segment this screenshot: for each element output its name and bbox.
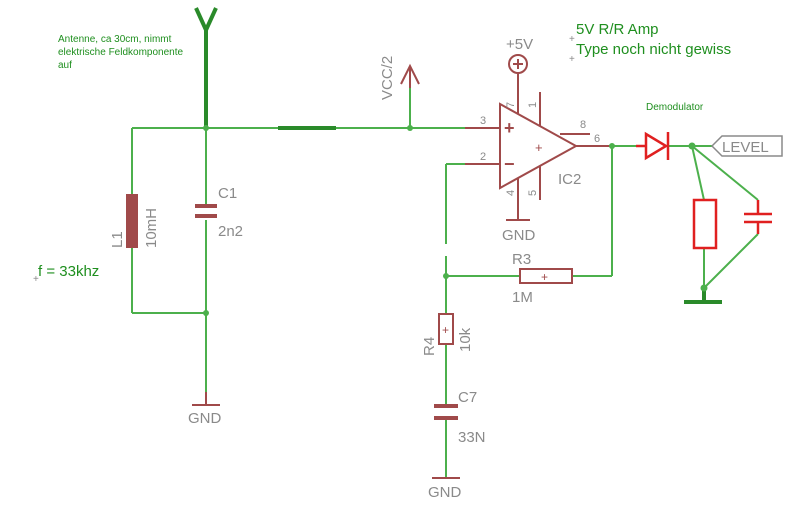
r4-plus: + [442,323,449,337]
resistor-r3 [519,268,573,284]
frequency-note: f = 33khz [38,263,99,280]
demod-capacitor [744,200,772,234]
pin-2: 2 [480,151,486,163]
pin-3: 3 [480,115,486,127]
inductor-l1 [126,194,138,248]
amp-note-marker2: + [569,54,575,65]
l1-value: 10mH [143,208,160,248]
capacitor-c7 [434,404,458,420]
antenna-note-line3: auf [58,60,72,71]
pin-5: 5 [527,190,539,196]
level-label: LEVEL [722,139,769,156]
opamp-output-mark: + [535,140,543,155]
demodulator-note: Demodulator [646,102,704,113]
demod-resistor [692,198,718,250]
vcc-half-symbol [400,63,420,128]
amp-note-marker1: + [569,34,575,45]
r4-value: 10k [457,327,474,352]
gnd-label-c7: GND [428,484,462,501]
ic2-label: IC2 [558,171,581,188]
pin-7: 7 [505,102,517,108]
gnd-label-opamp: GND [502,227,536,244]
r4-name: R4 [421,337,438,356]
demodulator-wiring [612,142,759,304]
antenna-note-line1: Antenne, ca 30cm, nimmt [58,34,172,45]
feedback-wiring [443,143,615,478]
r3-plus: + [541,270,548,284]
demod-diode [636,131,670,161]
c1-value: 2n2 [218,223,243,240]
r3-name: R3 [512,251,531,268]
c7-name: C7 [458,389,477,406]
gnd-label-c1: GND [188,410,222,427]
capacitor-c1 [195,204,217,218]
opamp-plus-input: + [504,118,515,138]
gnd-symbol-c1 [192,392,220,406]
pin-6: 6 [594,133,600,145]
pin-1: 1 [527,102,539,108]
l1-name: L1 [109,231,126,248]
pin-8: 8 [580,119,586,131]
pin-4: 4 [505,190,517,196]
amp-note-line1: 5V R/R Amp [576,21,659,38]
opamp-ic2 [465,86,612,220]
r3-value: 1M [512,289,533,306]
plus5v-symbol [508,54,528,86]
vcc-half-label: VCC/2 [379,56,396,100]
frequency-marker: + [33,274,39,285]
level-net-label [710,135,783,157]
c1-name: C1 [218,185,237,202]
c7-value: 33N [458,429,486,446]
antenna-symbol [194,7,218,128]
antenna-note-line2: elektrische Feldkomponente [58,47,184,58]
amp-note-line2: Type noch nicht gewiss [576,41,731,58]
resistor-r4 [438,313,454,345]
plus5v-label: +5V [506,36,533,53]
opamp-minus-input: − [504,154,515,174]
